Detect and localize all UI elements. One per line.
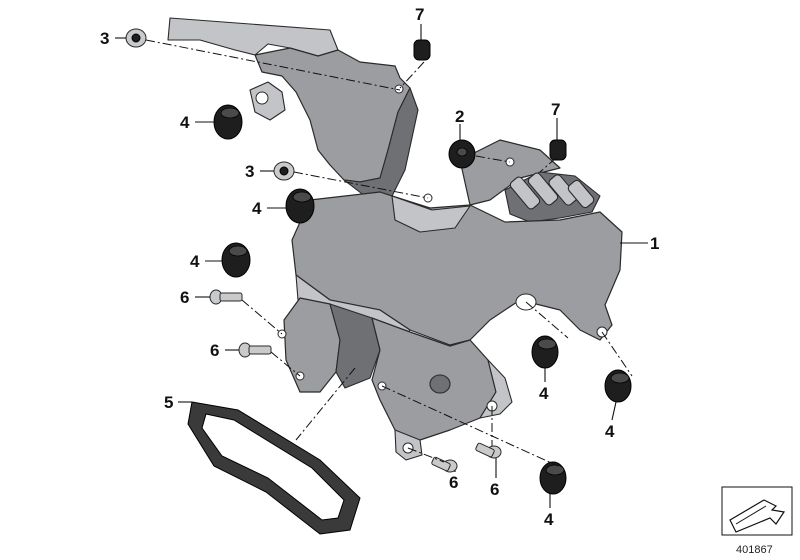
cooling-fins	[509, 172, 595, 210]
rubber-mount-4a	[213, 104, 243, 140]
callout-4-center-right: 4	[539, 384, 549, 403]
callout-6-upper-left: 6	[180, 288, 189, 307]
callout-4-far-right: 4	[605, 422, 615, 441]
screw-6c	[431, 456, 458, 473]
catalog-number: 401867	[736, 544, 773, 556]
screw-6b	[238, 342, 272, 358]
callout-4-upper-left: 4	[180, 113, 190, 132]
rubber-mount-4e	[604, 369, 632, 403]
washer-3a	[125, 28, 147, 48]
callout-3-middle: 3	[245, 162, 254, 181]
rubber-mount-4f	[539, 461, 567, 495]
callout-labels: 1 2 3 3 4 4 4 4 4 4 5 6 6 6 6 7 7	[100, 5, 659, 529]
screw-6d	[475, 442, 502, 459]
buffer-7a	[413, 39, 431, 61]
rubber-mount-4b	[285, 188, 315, 224]
callout-1: 1	[650, 234, 659, 253]
callout-4-middle-left: 4	[252, 199, 262, 218]
callout-2: 2	[455, 107, 464, 126]
callout-6-bottom-left: 6	[449, 473, 458, 492]
orientation-arrow-icon	[721, 486, 793, 536]
callout-7-right: 7	[551, 100, 560, 119]
callout-6-lower-left: 6	[210, 341, 219, 360]
callout-5: 5	[164, 393, 173, 412]
screw-6a	[209, 289, 243, 305]
washer-3b	[273, 161, 295, 181]
rubber-mount-4d	[531, 335, 559, 369]
callout-3-upper: 3	[100, 29, 109, 48]
callout-6-bottom-right: 6	[490, 480, 499, 499]
callout-7-upper: 7	[415, 5, 424, 24]
assembly-center-lines	[145, 39, 633, 467]
gasket-seal	[187, 401, 361, 535]
instrument-bracket-frame	[167, 17, 623, 461]
callout-4-lower-left: 4	[190, 252, 200, 271]
callout-leaders	[115, 24, 648, 508]
grommet-2	[448, 139, 476, 169]
buffer-7b	[549, 139, 567, 161]
callout-4-bottom: 4	[544, 510, 554, 529]
rubber-mount-4c	[221, 242, 251, 278]
